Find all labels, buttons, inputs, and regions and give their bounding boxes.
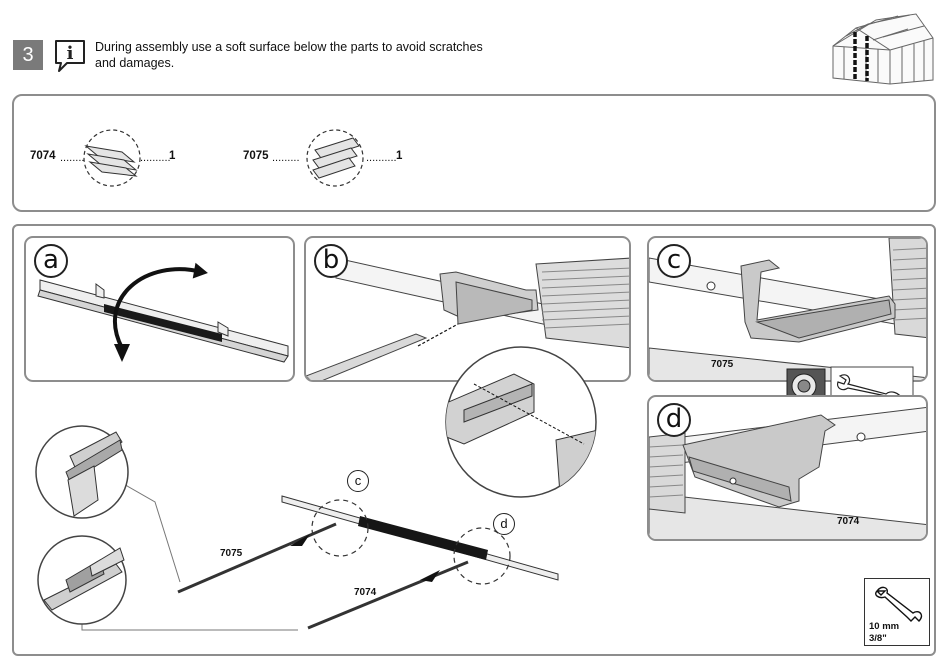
greenhouse-icon (828, 10, 938, 88)
part-code-7075: 7075 (243, 150, 269, 162)
panel-c-code: 7075 (711, 359, 733, 370)
panel-label-b: b (314, 244, 348, 278)
dots-leader: ......... (272, 152, 300, 164)
panel-label-a: a (34, 244, 68, 278)
part-code-7074: 7074 (30, 150, 56, 162)
callout-d: d (493, 513, 515, 535)
panel-label-c: c (657, 244, 691, 278)
overview-label-7075: 7075 (220, 548, 242, 559)
panel-c: c 7075 (647, 236, 928, 382)
overview-drawing (30, 420, 570, 636)
tool-size-metric: 10 mm (869, 621, 899, 632)
panel-label-d: d (657, 403, 691, 437)
note-line-1: During assembly use a soft surface below… (95, 39, 515, 55)
part-7074-illustration (82, 128, 142, 188)
overview-label-7074: 7074 (354, 587, 376, 598)
tool-size-imperial: 3/8" (869, 633, 887, 644)
panel-d: d 7074 (647, 395, 928, 541)
dots-leader: .......... (140, 152, 171, 164)
part-quantity-7075: 1 (396, 150, 402, 162)
wrench-icon (871, 583, 925, 623)
info-icon: i (53, 38, 87, 74)
panel-a: a (24, 236, 295, 382)
svg-text:i: i (67, 43, 74, 64)
step-number: 3 (13, 40, 43, 70)
dots-leader: .......... (366, 152, 397, 164)
part-quantity-7074: 1 (169, 150, 175, 162)
note-line-2: and damages. (95, 55, 515, 71)
part-7075-illustration (305, 128, 365, 188)
assembly-note: During assembly use a soft surface below… (95, 39, 515, 71)
callout-c: c (347, 470, 369, 492)
panel-d-code: 7074 (837, 516, 859, 527)
tool-box: 10 mm 3/8" (864, 578, 930, 646)
